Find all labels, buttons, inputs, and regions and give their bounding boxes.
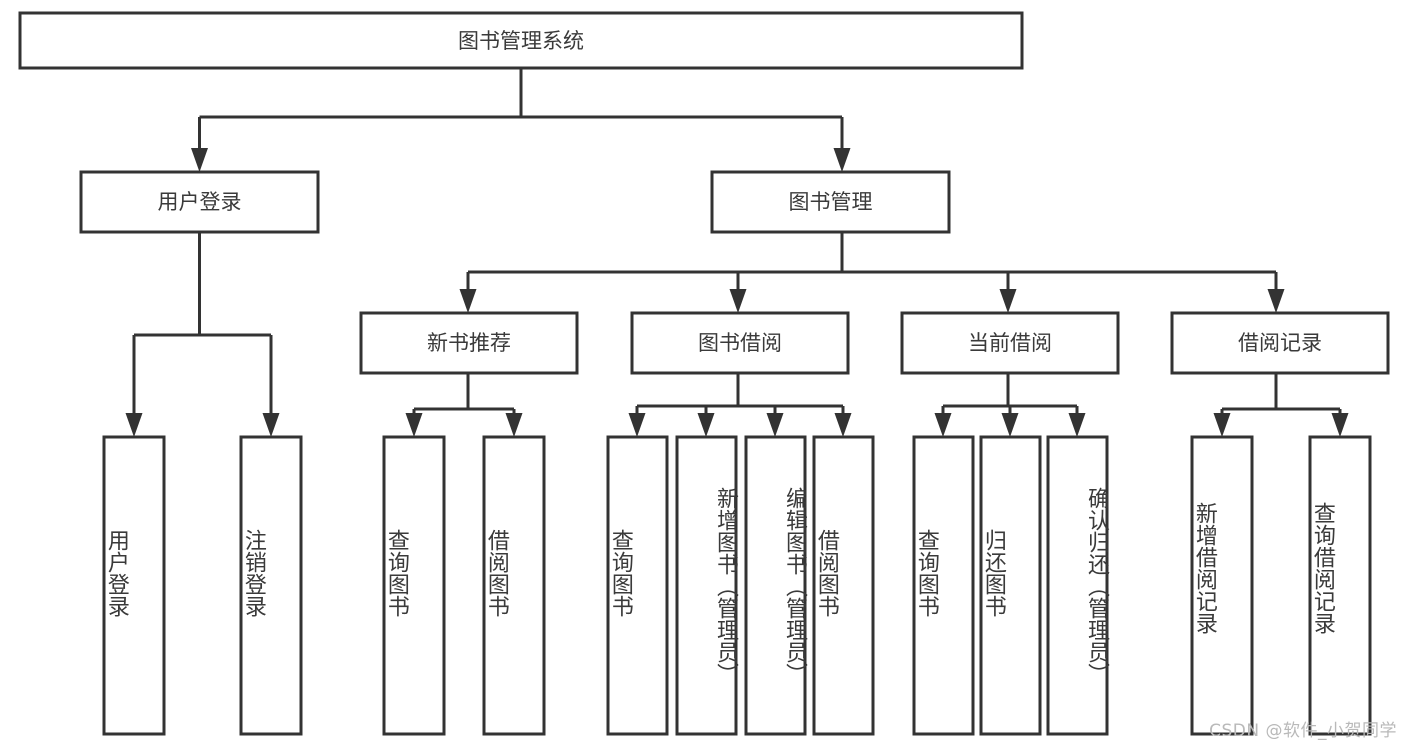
node-borrow-record-box[interactable] [1170,311,1390,375]
arrow-head-icon [999,289,1017,313]
connector-bookborrow-to-leaves [628,373,852,437]
arrow-head-icon [834,413,852,437]
leaf-box-add-book[interactable] [675,435,738,736]
node-book-manage-box[interactable] [710,170,951,234]
leaf-box-logout[interactable] [239,435,303,736]
arrow-head-icon [125,413,143,437]
arrow-head-icon [459,289,477,313]
leaf-box-user-login[interactable] [102,435,166,736]
arrow-head-icon [628,413,646,437]
node-book-borrow[interactable]: 图书借阅 [630,311,850,375]
connector-newbookrec-to-leaves [405,373,523,437]
arrow-head-icon [1213,413,1231,437]
node-current-borrow-box[interactable] [900,311,1120,375]
node-borrow-record-label: 借阅记录 [1238,331,1322,355]
arrow-head-icon [1001,413,1019,437]
leaf-box-query-book-3[interactable] [912,435,975,736]
leaf-box-borrow-book-1[interactable] [482,435,546,736]
node-user-login-label: 用户登录 [158,190,242,214]
leaf-box-query-record[interactable] [1308,435,1372,736]
leaf-boxes-borrow-record [1190,435,1372,736]
connector-root-to-level2 [191,68,851,172]
leaf-box-return-book[interactable] [979,435,1042,736]
connector-currentborrow-to-leaves [934,373,1086,437]
arrow-head-icon [833,148,851,172]
connector-bookmanage-to-level3 [459,232,1285,313]
node-new-book-rec-box[interactable] [359,311,579,375]
arrow-head-icon [766,413,784,437]
leaf-boxes-new-book-rec [382,435,546,736]
arrow-head-icon [697,413,715,437]
leaf-box-add-record[interactable] [1190,435,1254,736]
arrow-head-icon [191,148,208,172]
node-user-login[interactable]: 用户登录 [79,170,320,234]
leaf-boxes-current-borrow [912,435,1109,736]
arrow-head-icon [1267,289,1285,313]
arrow-head-icon [262,413,280,437]
arrow-head-icon [729,289,747,313]
leaf-box-edit-book[interactable] [744,435,807,736]
arrow-head-icon [1068,413,1086,437]
connector-borrowrecord-to-leaves [1213,373,1349,437]
node-user-login-box[interactable] [79,170,320,234]
arrow-head-icon [1331,413,1349,437]
node-root[interactable]: 图书管理系统 [18,11,1024,70]
arrow-head-icon [505,413,523,437]
node-book-borrow-box[interactable] [630,311,850,375]
connector-userlogin-to-leaves [125,232,280,437]
node-book-manage[interactable]: 图书管理 [710,170,951,234]
node-book-manage-label: 图书管理 [789,190,873,214]
node-book-borrow-label: 图书借阅 [698,331,782,355]
node-borrow-record[interactable]: 借阅记录 [1170,311,1390,375]
leaf-boxes-user-login [102,435,303,736]
leaf-box-query-book-1[interactable] [382,435,446,736]
leaf-box-query-book-2[interactable] [606,435,669,736]
node-root-box[interactable] [18,11,1024,70]
node-root-label: 图书管理系统 [458,29,584,53]
node-new-book-rec-label: 新书推荐 [427,331,511,355]
node-current-borrow[interactable]: 当前借阅 [900,311,1120,375]
leaf-box-borrow-book-2[interactable] [812,435,875,736]
leaf-box-confirm-return[interactable] [1046,435,1109,736]
node-new-book-rec[interactable]: 新书推荐 [359,311,579,375]
leaf-boxes-book-borrow [606,435,875,736]
arrow-head-icon [934,413,952,437]
arrow-head-icon [405,413,423,437]
node-current-borrow-label: 当前借阅 [968,331,1052,355]
